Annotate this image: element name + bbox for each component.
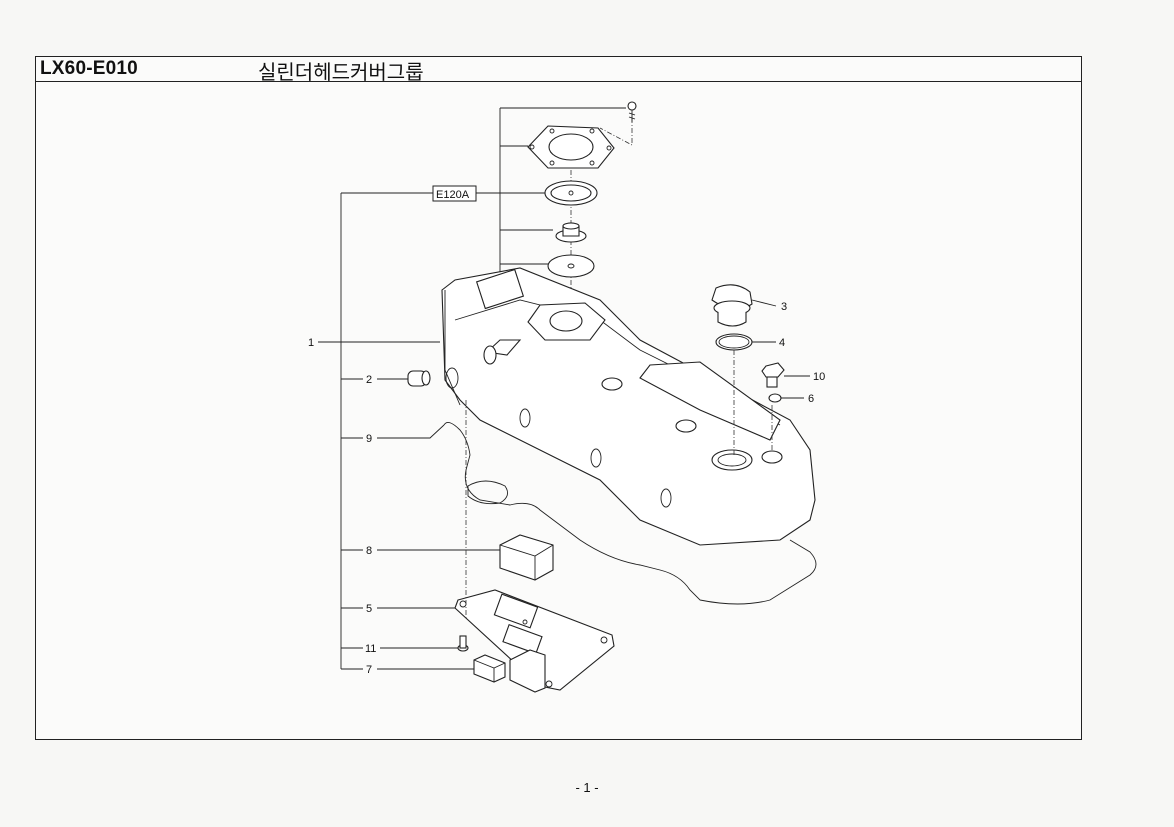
breather-plug [407, 370, 431, 387]
page-number: - 1 - [575, 780, 599, 795]
diaphragm [544, 180, 598, 206]
bolt [761, 362, 810, 388]
reference-label: E120A [436, 189, 470, 201]
group-title: 실린더헤드커버그룹 [258, 60, 424, 84]
leader-bracket [318, 192, 500, 670]
title-bar: LX60-E010 실린더헤드커버그룹 [36, 57, 1081, 84]
o-ring [715, 333, 776, 351]
part-code: LX60-E010 [40, 58, 138, 79]
callout-10: 10 [813, 371, 825, 383]
connector-block [509, 649, 546, 693]
baffle-plate [547, 254, 595, 278]
reference-box: E120A [432, 185, 477, 202]
callout-5: 5 [366, 603, 372, 615]
cushion [473, 654, 506, 683]
callout-8: 8 [366, 545, 372, 557]
oil-filler-cap [711, 284, 777, 327]
mounting-plate [454, 589, 615, 691]
callout-6: 6 [808, 393, 814, 405]
valve-cap [555, 222, 587, 243]
screw [457, 635, 469, 652]
callout-3: 3 [781, 301, 787, 313]
callout-9: 9 [366, 433, 372, 445]
callout-7: 7 [366, 664, 372, 676]
callout-11: 11 [365, 643, 376, 655]
callout-4: 4 [779, 337, 785, 349]
callout-2: 2 [366, 374, 372, 386]
callout-1: 1 [308, 337, 314, 349]
access-cover-plate [527, 125, 615, 169]
washer [768, 393, 804, 403]
cylinder-head-cover [441, 267, 816, 546]
screw-top [627, 101, 637, 122]
rubber-block [499, 534, 554, 581]
